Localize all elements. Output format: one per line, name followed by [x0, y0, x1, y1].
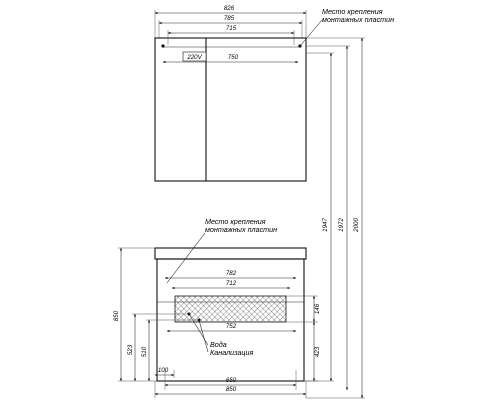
dim-label-782: 782: [226, 270, 237, 277]
mount-note-bottom-line1: Место крепления: [205, 217, 266, 226]
overall-heights: 1947 1972 2000: [304, 37, 365, 399]
cabinet-body: [154, 37, 307, 182]
dim-label-146: 146: [314, 303, 321, 314]
power-socket-box: [182, 51, 207, 62]
dim-label-2000: 2000: [353, 218, 360, 233]
dim-label-height-850: 850: [113, 310, 120, 321]
siphon-zone: [174, 295, 287, 323]
dim-label-100: 100: [158, 367, 169, 374]
dim-label-423: 423: [314, 346, 321, 357]
mirror-cabinet: 826 785 715 750 220V Место крепления мон…: [154, 5, 394, 182]
dim-label-750: 750: [228, 54, 239, 61]
mount-point-left: [161, 44, 165, 48]
mount-note-bottom-line2: монтажных пластин: [205, 225, 277, 234]
dim-label-1972: 1972: [338, 218, 345, 232]
water-label: Вода: [210, 340, 227, 349]
mount-note-top-line2: монтажных пластин: [322, 15, 394, 24]
dim-label-752: 752: [226, 323, 237, 330]
sewer-leader: [198, 319, 209, 353]
dim-label-523: 523: [127, 344, 134, 355]
mount-note-top-line1: Место крепления: [322, 7, 383, 16]
dim-label-715: 715: [226, 25, 237, 32]
sewer-label: Канализация: [210, 348, 254, 357]
dim-label-650: 650: [226, 377, 237, 384]
dim-label-510: 510: [141, 346, 148, 357]
mount-note-leader-top: [299, 19, 323, 47]
vanity-unit: 782 712 752 Место крепления монтажных пл…: [113, 217, 321, 398]
vanity-countertop: [154, 247, 307, 260]
dim-label-712: 712: [226, 280, 237, 287]
dim-label-785: 785: [224, 15, 235, 22]
mount-note-leader-bottom: [166, 232, 206, 284]
dim-label-1947: 1947: [322, 218, 329, 232]
dim-label-826: 826: [224, 5, 235, 12]
voltage-label: 220V: [186, 54, 202, 61]
dim-label-850: 850: [226, 386, 237, 393]
